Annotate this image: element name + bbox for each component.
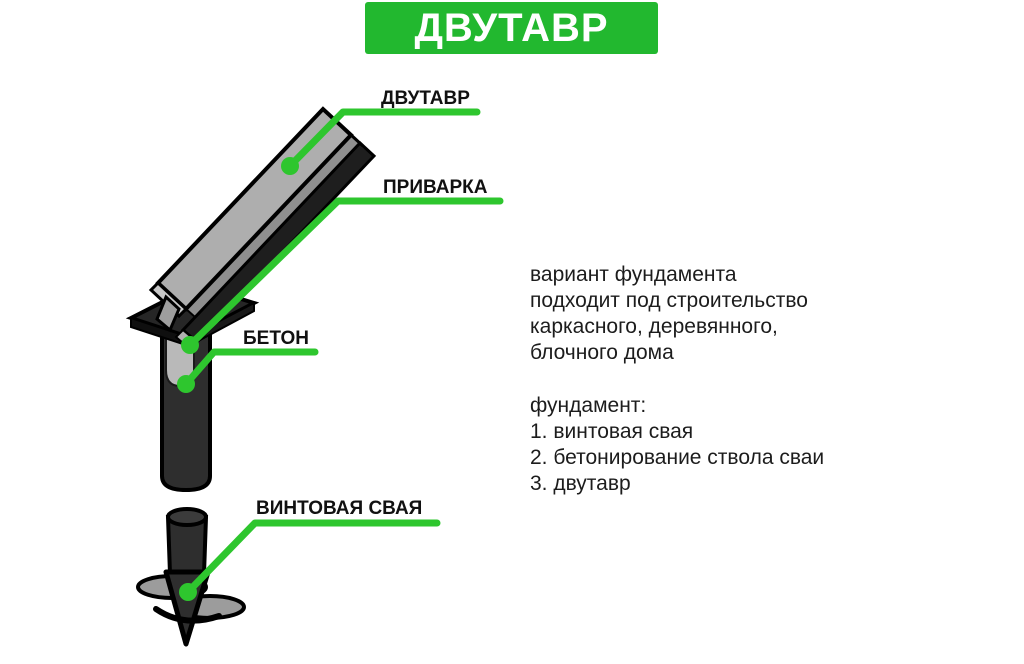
foundation-list-title: фундамент:	[530, 394, 647, 417]
callout-line-screw-pile	[184, 519, 441, 596]
callout-dots	[177, 157, 299, 601]
callout-dot-screw-pile	[179, 583, 197, 601]
paragraph-line: подходит под строительство	[530, 289, 808, 312]
beam-label: ДВУТАВР	[381, 88, 470, 109]
paragraph-line: каркасного, деревянного,	[530, 315, 778, 338]
callout-line-concrete	[182, 348, 319, 388]
concrete-label: БЕТОН	[243, 328, 309, 349]
paragraph-line: вариант фундамента	[530, 263, 737, 286]
screw-blade-edge-arc	[153, 606, 222, 624]
foundation-list: фундамент: 1. винтовая свая 2. бетониров…	[530, 393, 890, 497]
title-banner: ДВУТАВР	[365, 2, 658, 54]
screw-shaft-top	[166, 507, 208, 527]
screw-pile-group	[136, 507, 246, 647]
i-beam-left-web-end-face	[155, 294, 181, 333]
callout-lines	[182, 108, 504, 596]
callout-line-beam	[286, 108, 481, 170]
foundation-list-item: 1. винтовая свая	[530, 420, 694, 443]
description-block: вариант фундамента подходит под строител…	[530, 262, 890, 497]
foundation-list-item: 3. двутавр	[530, 472, 631, 495]
callout-dot-beam	[281, 157, 299, 175]
weld-label: ПРИВАРКА	[383, 177, 488, 198]
banner-title: ДВУТАВР	[414, 6, 609, 50]
description-paragraph: вариант фундамента подходит под строител…	[530, 262, 890, 366]
callout-dot-concrete	[177, 375, 195, 393]
screw-cone-tip	[163, 569, 211, 647]
callout-line-weld	[186, 197, 504, 349]
callout-dot-weld	[181, 336, 199, 354]
screw-pile-label: ВИНТОВАЯ СВАЯ	[256, 498, 423, 519]
paragraph-line: блочного дома	[530, 341, 674, 364]
foundation-list-item: 2. бетонирование ствола сваи	[530, 446, 825, 469]
